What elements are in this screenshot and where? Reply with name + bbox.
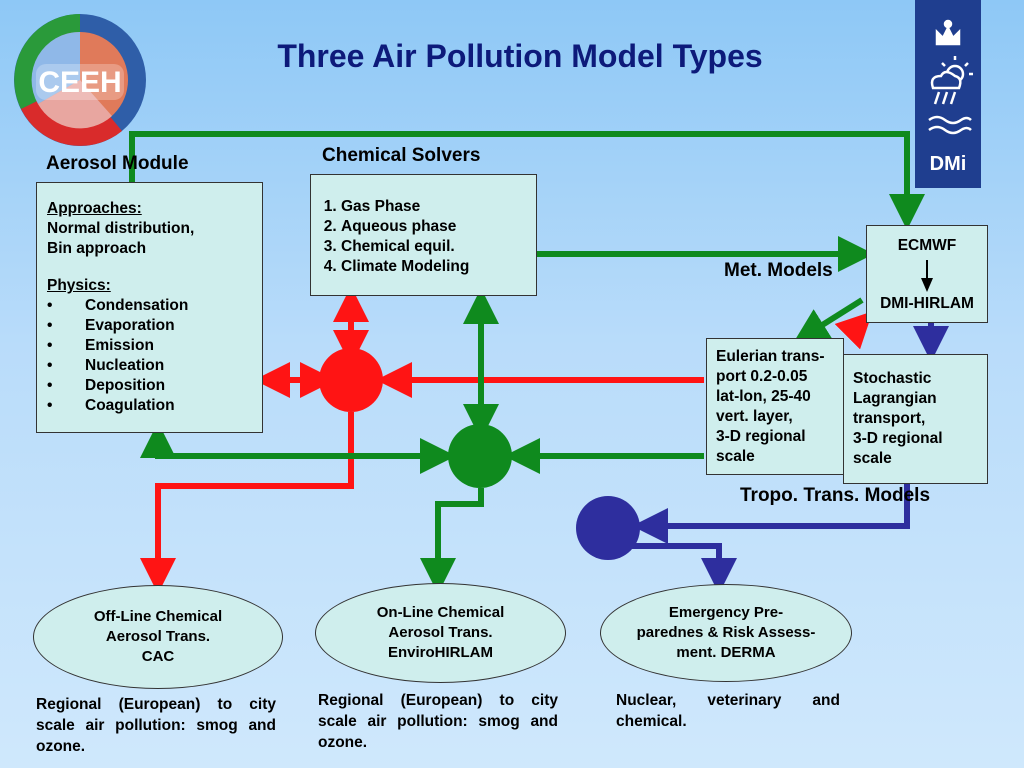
emergency-model-oval: Emergency Pre- parednes & Risk Assess- m… [600,584,852,682]
online-description: Regional (European) to city scale air po… [318,692,558,751]
oval-line: Aerosol Trans. [105,628,211,645]
eulerian-line: Eulerian trans- [716,348,825,365]
oval-line: parednes & Risk Assess- [636,624,816,641]
ecmwf-label: ECMWF [897,237,957,254]
eulerian-line: 3-D regional [716,428,806,445]
aerosol-to-green-hub-arrow [140,422,456,474]
top-green-loop-arrow [129,131,925,230]
list-item: Coagulation [47,396,252,416]
met-models-label: Met. Models [724,260,833,281]
stochastic-lagrangian-box: Stochastic Lagrangian transport, 3-D reg… [843,354,988,484]
stochastic-to-navy-hub-arrow [632,484,910,544]
dmi-logo: DMi [915,0,981,188]
page-title: Three Air Pollution Model Types [277,38,763,74]
list-item: Deposition [47,376,252,396]
oval-line: Off-Line Chemical [93,608,223,625]
eulerian-line: vert. layer, [716,408,793,425]
offline-description: Regional (European) to city scale air po… [36,696,276,755]
oval-line: CAC [141,648,175,665]
eulerian-line: lat-lon, 25-40 [716,388,811,405]
list-item: Emission [47,336,252,356]
list-item: Evaporation [47,316,252,336]
oval-line: ment. DERMA [676,644,776,661]
oval-line: EnviroHIRLAM [388,644,493,661]
oval-line: On-Line Chemical [376,604,505,621]
approaches-line: Normal distribution, [47,220,195,237]
green-hub-node [448,424,512,488]
list-item: Gas Phase [341,197,526,217]
navy-hub-node [576,496,640,560]
emergency-description: Nuclear, veterinary and chemical. [616,692,840,730]
chemical-solvers-list: Gas Phase Aqueous phase Chemical equil. … [319,197,526,277]
ecmwf-to-hirlam-arrow [921,260,933,292]
stochastic-line: Stochastic [853,370,932,387]
oval-line: Emergency Pre- [668,604,784,621]
eulerian-to-met-red-arrow [834,311,873,350]
navy-hub-to-emergency-arrow [608,543,737,594]
list-item: Condensation [47,296,252,316]
ceeh-logo: CEEH [14,14,146,146]
chemical-solvers-box: Gas Phase Aqueous phase Chemical equil. … [310,174,537,296]
physics-list: Condensation Evaporation Emission Nuclea… [47,296,252,416]
stochastic-line: scale [853,450,892,467]
stochastic-line: transport, [853,410,926,427]
online-model-oval: On-Line Chemical Aerosol Trans. EnviroHI… [315,583,566,683]
offline-model-oval: Off-Line Chemical Aerosol Trans. CAC [33,585,283,689]
aerosol-module-label: Aerosol Module [46,153,189,174]
ceeh-logo-text: CEEH [38,66,121,99]
physics-heading: Physics: [47,277,111,294]
list-item: Aqueous phase [341,217,526,237]
aerosol-module-box: Approaches: Normal distribution, Bin app… [36,182,263,433]
stochastic-line: 3-D regional [853,430,943,447]
eulerian-line: scale [716,448,755,465]
red-hub-node [319,348,383,412]
met-models-box: ECMWF DMI-HIRLAM [866,225,988,323]
eulerian-line: port 0.2-0.05 [716,368,808,385]
list-item: Climate Modeling [341,257,526,277]
list-item: Chemical equil. [341,237,526,257]
approaches-heading: Approaches: [47,200,142,217]
list-item: Nucleation [47,356,252,376]
eulerian-transport-box: Eulerian trans- port 0.2-0.05 lat-lon, 2… [706,338,844,475]
green-hub-to-online-arrow [420,488,484,594]
dmi-hirlam-label: DMI-HIRLAM [880,295,974,312]
approaches-line: Bin approach [47,240,147,257]
tropo-trans-models-label: Tropo. Trans. Models [740,485,931,506]
red-hub-to-offline-arrow [140,412,354,594]
dmi-logo-text: DMi [930,153,967,175]
oval-line: Aerosol Trans. [388,624,493,641]
chemical-solvers-label: Chemical Solvers [322,145,481,166]
stochastic-line: Lagrangian [853,390,937,407]
